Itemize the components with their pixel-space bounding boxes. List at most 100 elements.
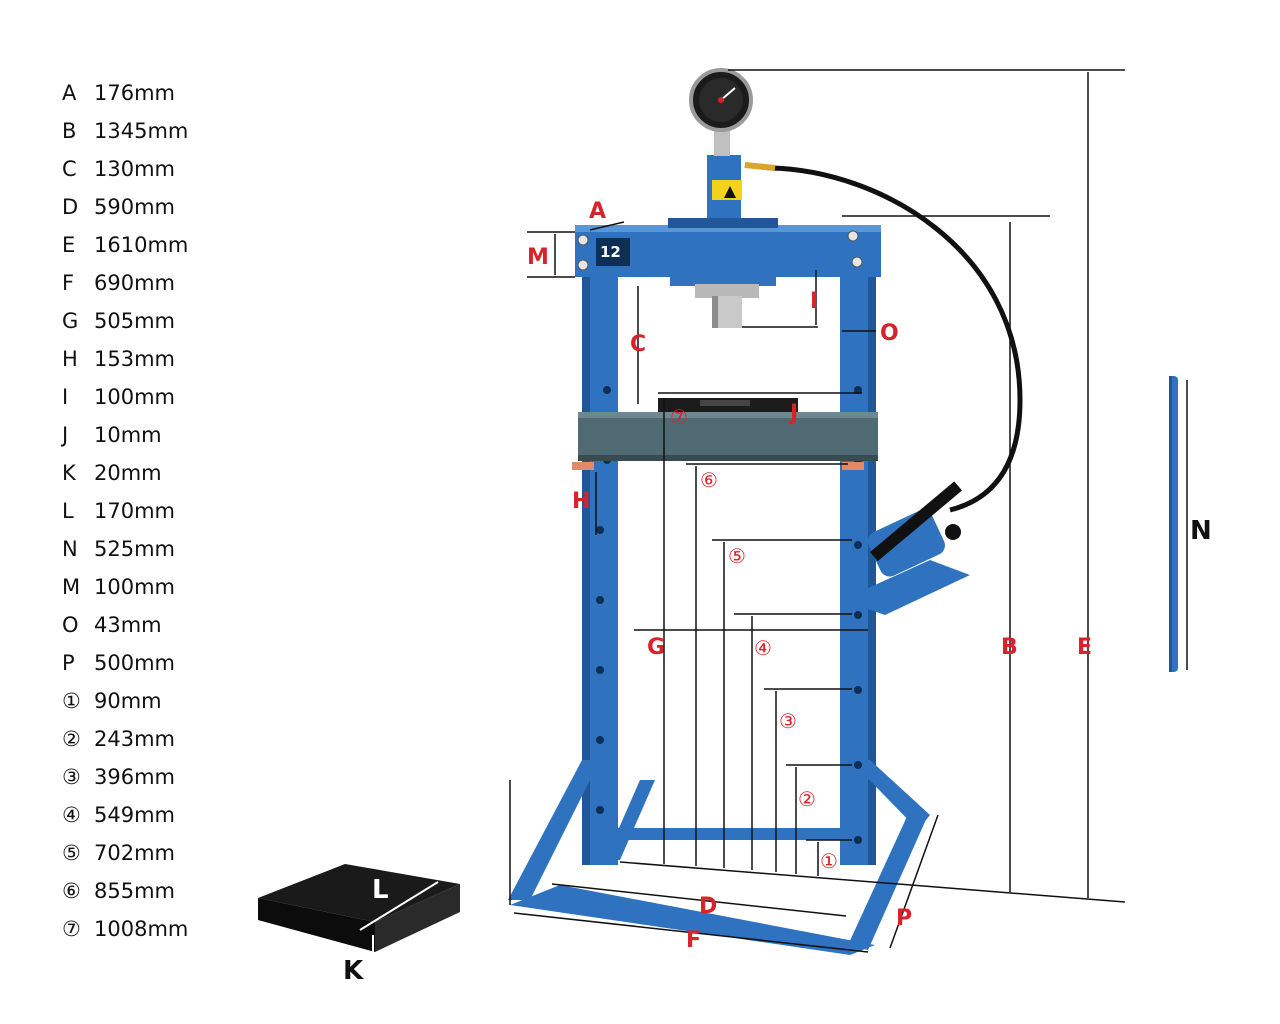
spec-key: ④ xyxy=(62,803,81,827)
hydraulic-hose xyxy=(744,162,1023,513)
pressure-gauge-icon xyxy=(689,68,753,132)
spec-value: 549mm xyxy=(94,803,175,827)
spec-row: K 20mm xyxy=(62,454,262,492)
capacity-badge: 12 xyxy=(596,238,630,266)
label-circle-7: ⑦ xyxy=(670,405,688,429)
label-circle-3: ③ xyxy=(779,709,797,733)
spec-value: 690mm xyxy=(94,271,175,295)
spec-key: ② xyxy=(62,727,81,751)
spec-row: P 500mm xyxy=(62,644,262,682)
spec-row: M 100mm xyxy=(62,568,262,606)
piston xyxy=(670,272,776,328)
spec-key: C xyxy=(62,157,77,181)
spec-row: ① 90mm xyxy=(62,682,262,720)
spec-row: ⑦ 1008mm xyxy=(62,910,262,948)
cylinder xyxy=(668,128,778,228)
spec-row: G 505mm xyxy=(62,302,262,340)
label-g: G xyxy=(647,635,665,660)
spec-value: 702mm xyxy=(94,841,175,865)
spec-value: 500mm xyxy=(94,651,175,675)
press-frame xyxy=(508,225,930,955)
spec-row: F 690mm xyxy=(62,264,262,302)
spec-key: J xyxy=(62,423,69,447)
label-circle-6: ⑥ xyxy=(700,468,718,492)
label-circle-1: ① xyxy=(820,849,838,873)
label-k: K xyxy=(343,956,364,986)
spec-key: E xyxy=(62,233,76,257)
spec-value: 1345mm xyxy=(94,119,189,143)
spec-key: H xyxy=(62,347,78,371)
svg-text:12: 12 xyxy=(600,243,621,261)
label-circle-2: ② xyxy=(798,787,816,811)
spec-key: ⑦ xyxy=(62,917,81,941)
label-m: M xyxy=(527,245,549,270)
spec-key: M xyxy=(62,575,81,599)
spec-row: ⑤ 702mm xyxy=(62,834,262,872)
spec-value: 100mm xyxy=(94,575,175,599)
spec-value: 90mm xyxy=(94,689,162,713)
spec-key: D xyxy=(62,195,79,219)
label-d: D xyxy=(699,894,717,919)
label-a: A xyxy=(589,199,606,224)
spec-value: 100mm xyxy=(94,385,175,409)
spec-value: 1610mm xyxy=(94,233,189,257)
spec-row: ④ 549mm xyxy=(62,796,262,834)
spare-plate xyxy=(258,864,460,953)
spec-key: ⑤ xyxy=(62,841,81,865)
spec-key: F xyxy=(62,271,75,295)
spec-value: 176mm xyxy=(94,81,175,105)
label-p: P xyxy=(896,906,912,931)
spec-key: K xyxy=(62,461,76,485)
label-h: H xyxy=(572,489,590,514)
spec-key: ⑥ xyxy=(62,879,81,903)
spec-value: 10mm xyxy=(94,423,162,447)
spec-value: 130mm xyxy=(94,157,175,181)
spec-value: 590mm xyxy=(94,195,175,219)
spec-key: ③ xyxy=(62,765,81,789)
spec-row: E 1610mm xyxy=(62,226,262,264)
spec-value: 43mm xyxy=(94,613,162,637)
spec-value: 153mm xyxy=(94,347,175,371)
label-b: B xyxy=(1001,635,1018,660)
spec-row: D 590mm xyxy=(62,188,262,226)
pump-handle xyxy=(1169,376,1178,672)
label-circle-5: ⑤ xyxy=(728,544,746,568)
label-o: O xyxy=(880,321,899,346)
label-c: C xyxy=(630,332,646,357)
spec-row: C 130mm xyxy=(62,150,262,188)
label-f: F xyxy=(686,928,701,953)
spec-row: H 153mm xyxy=(62,340,262,378)
spec-key: ① xyxy=(62,689,81,713)
spec-key: P xyxy=(62,651,75,675)
press-plate xyxy=(658,398,798,412)
label-i: I xyxy=(810,289,818,314)
spec-value: 505mm xyxy=(94,309,175,333)
spec-key: O xyxy=(62,613,79,637)
label-circle-4: ④ xyxy=(754,636,772,660)
dimension-lines xyxy=(509,69,1188,953)
pump xyxy=(842,481,970,615)
spec-value: 525mm xyxy=(94,537,175,561)
spec-key: L xyxy=(62,499,74,523)
spec-value: 855mm xyxy=(94,879,175,903)
spec-value: 170mm xyxy=(94,499,175,523)
press-bed xyxy=(572,412,878,470)
spec-row: A 176mm xyxy=(62,74,262,112)
label-l: L xyxy=(372,875,389,905)
spec-key: B xyxy=(62,119,77,143)
label-n: N xyxy=(1190,516,1212,546)
spec-value: 1008mm xyxy=(94,917,189,941)
spec-row: L 170mm xyxy=(62,492,262,530)
spec-key: A xyxy=(62,81,77,105)
spec-key: G xyxy=(62,309,79,333)
label-j: J xyxy=(788,401,798,426)
spec-row: J 10mm xyxy=(62,416,262,454)
spec-row: ⑥ 855mm xyxy=(62,872,262,910)
spec-value: 20mm xyxy=(94,461,162,485)
